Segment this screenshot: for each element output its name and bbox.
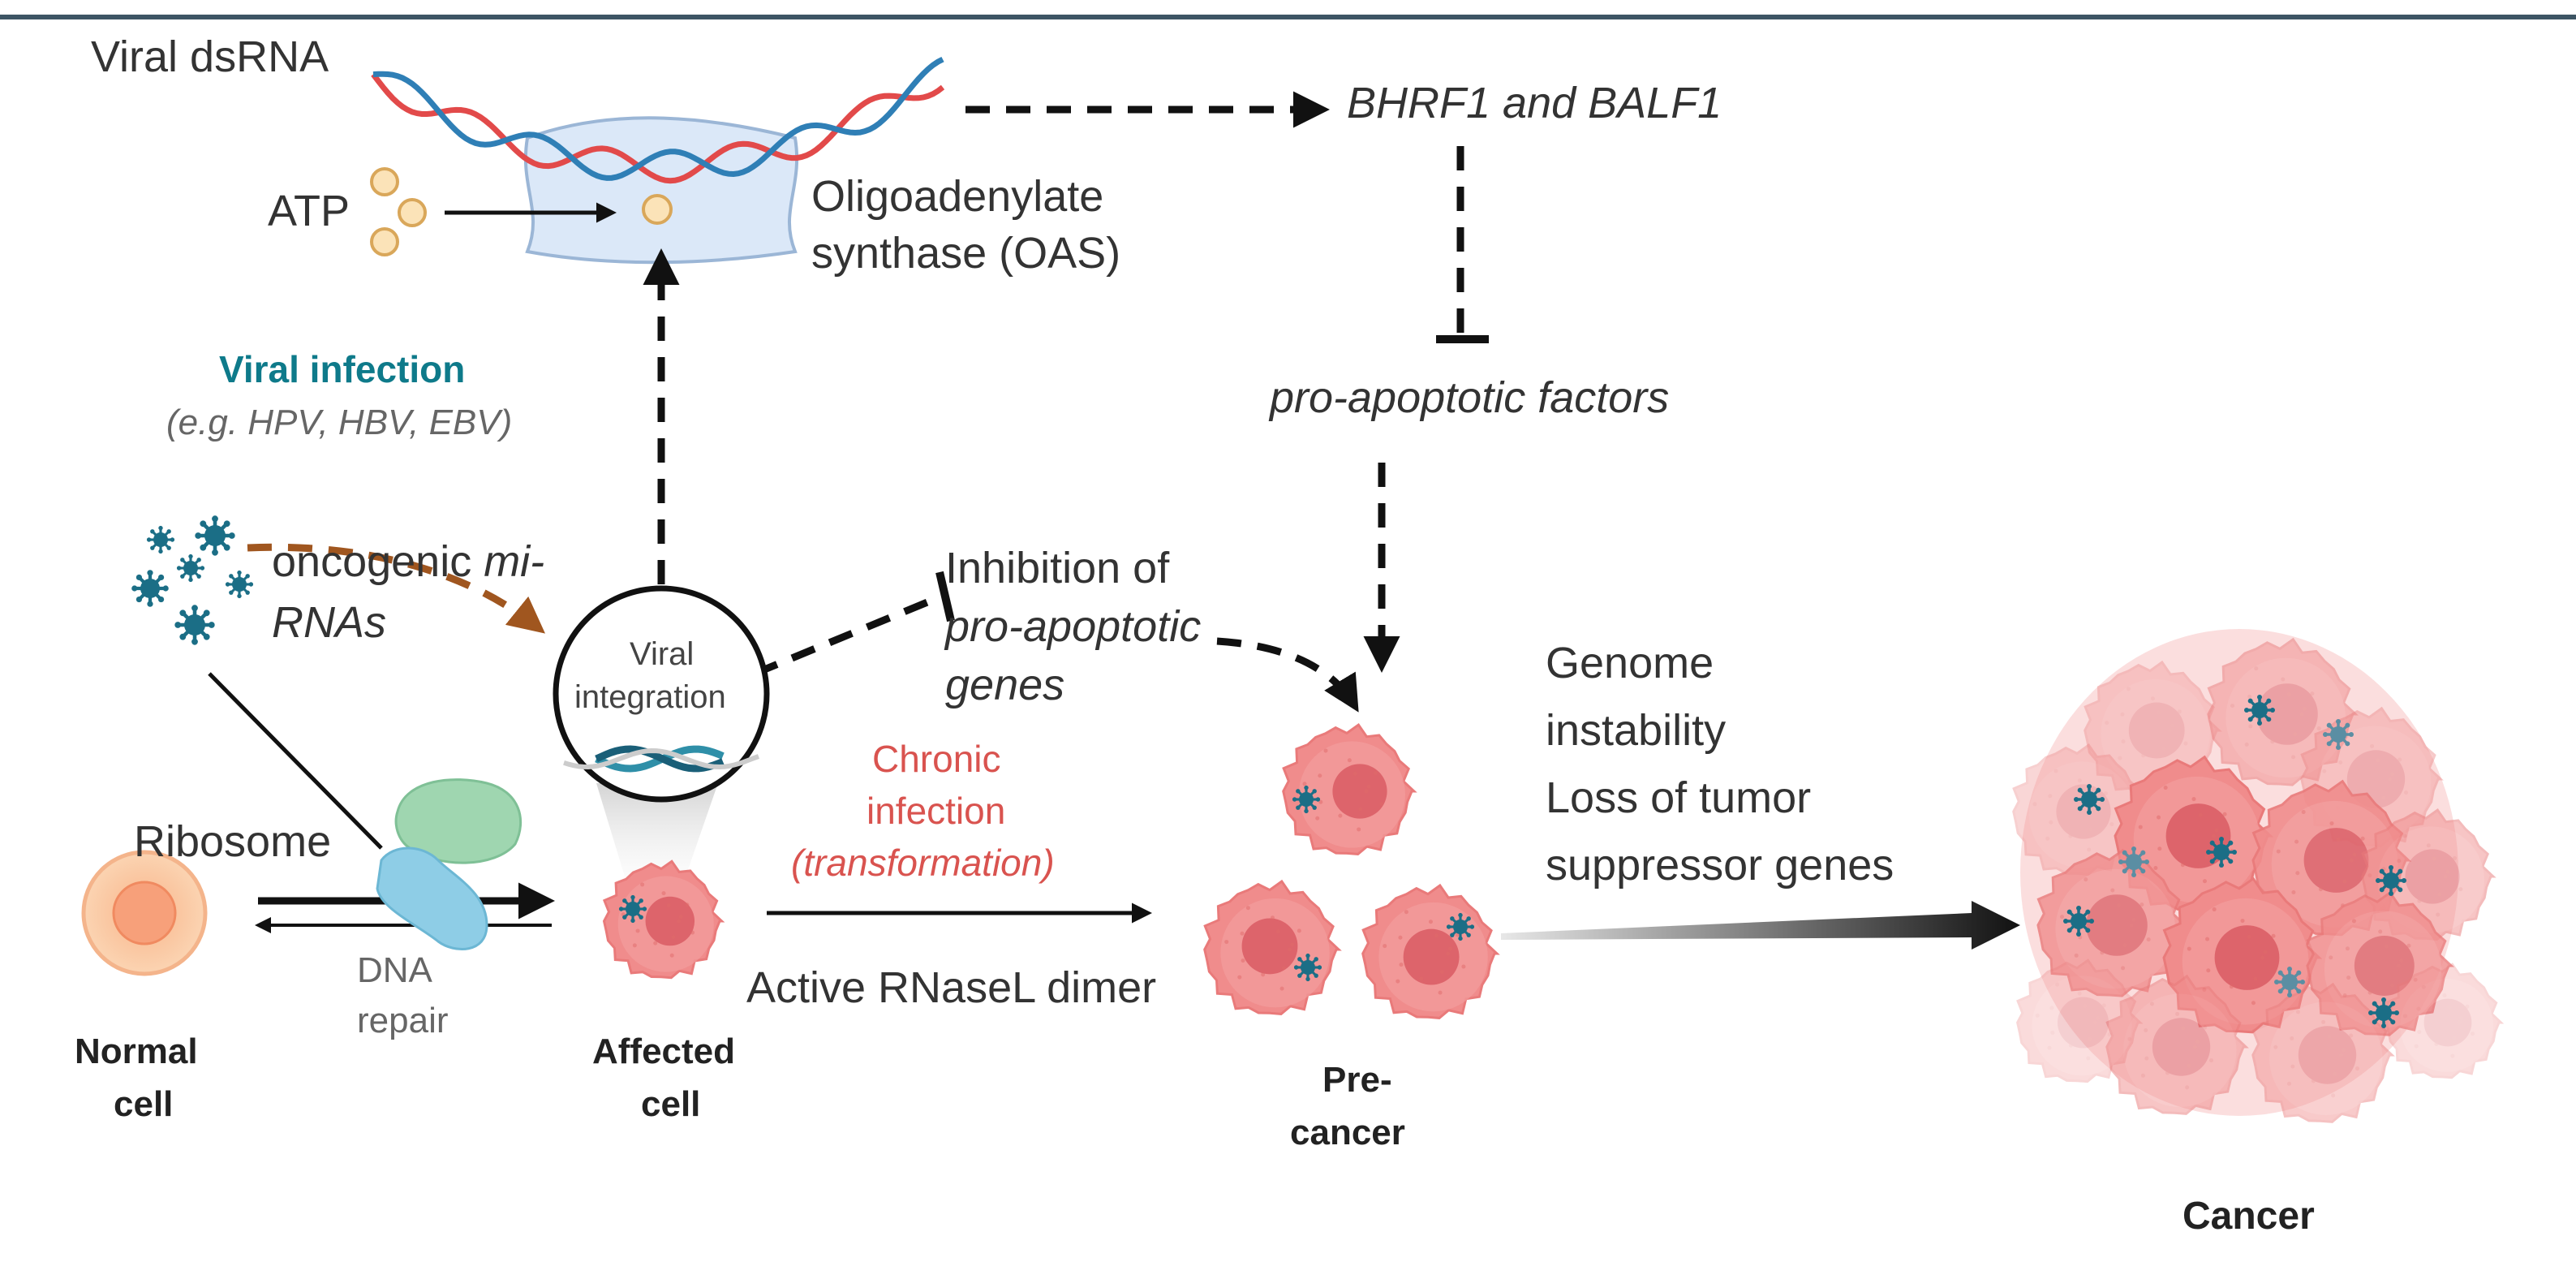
genome-line1: Genome bbox=[1546, 639, 1714, 687]
oas-label-line2: synthase (OAS) bbox=[811, 229, 1121, 278]
precancer-virus-2 bbox=[1293, 953, 1322, 982]
atp-label: ATP bbox=[268, 187, 350, 235]
precancer-cell-top bbox=[1282, 722, 1417, 855]
dna-repair-line2: repair bbox=[357, 1001, 449, 1040]
ribosome-small-subunit bbox=[376, 846, 488, 951]
genome-line2: instability bbox=[1546, 706, 1727, 755]
virus-particle bbox=[195, 515, 235, 556]
mirna-label-line2: RNAs bbox=[272, 598, 387, 647]
genome-line4: suppressor genes bbox=[1546, 841, 1894, 889]
dna-repair-line1: DNA bbox=[357, 950, 432, 990]
mirna-label-line1: oncogenic mi- bbox=[272, 536, 544, 588]
dashed-inhibit-pro-apoptotic bbox=[753, 592, 943, 678]
rnasel-label: Active RNaseL dimer bbox=[746, 963, 1157, 1012]
cancer-virus-4 bbox=[2206, 837, 2237, 868]
chronic-line3: (transformation) bbox=[791, 842, 1055, 884]
cancer-virus-2 bbox=[2323, 719, 2354, 750]
cancer-virus-7 bbox=[2063, 906, 2094, 937]
precancer-cell-right bbox=[1361, 883, 1500, 1019]
precancer-cells bbox=[1203, 722, 1500, 1019]
cancer-mass bbox=[2012, 629, 2505, 1123]
atp-molecules bbox=[370, 167, 673, 256]
normal-cell bbox=[81, 850, 208, 976]
cancer-cell-2 bbox=[2207, 637, 2359, 786]
affected-cell-label-line2: cell bbox=[641, 1084, 701, 1124]
affected-cell-body bbox=[602, 859, 725, 980]
cancer-virus-5 bbox=[2118, 846, 2149, 877]
viral-integration-line1: Viral bbox=[630, 636, 695, 672]
virus-cluster bbox=[131, 515, 254, 645]
mirna-text1-italic: mi- bbox=[484, 537, 545, 586]
dashed-curve-to-precancer bbox=[1216, 637, 1359, 713]
chronic-line1: Chronic bbox=[872, 738, 1001, 780]
precancer-virus-1 bbox=[1292, 785, 1321, 814]
viral-dsrna-helix bbox=[371, 56, 945, 184]
oas-enzyme-shape bbox=[523, 116, 799, 265]
virus-particle bbox=[174, 605, 215, 645]
integration-dna bbox=[563, 745, 760, 773]
cancer-cell-11 bbox=[2105, 974, 2249, 1115]
pro-apoptotic-factors-label: pro-apoptotic factors bbox=[1270, 373, 1670, 422]
chronic-line2: infection bbox=[867, 790, 1006, 832]
precancer-virus-3 bbox=[1446, 912, 1475, 941]
cancer-cell-1 bbox=[2084, 660, 2222, 796]
viral-infection-title: Viral infection bbox=[219, 348, 466, 390]
cancer-cell-8 bbox=[2036, 848, 2188, 997]
inhibition-line1: Inhibition of bbox=[945, 544, 1170, 592]
cancer-virus-9 bbox=[2368, 997, 2399, 1028]
viral-integration-line2: integration bbox=[574, 679, 726, 715]
mirna-brown-arrow bbox=[247, 543, 545, 634]
cancer-virus-3 bbox=[2074, 784, 2105, 815]
inhibit-bar-2 bbox=[935, 571, 955, 622]
oas-label-line1: Oligoadenylate bbox=[811, 172, 1104, 221]
progression-arrow bbox=[1501, 901, 2020, 950]
precancer-label-line2: cancer bbox=[1290, 1113, 1405, 1152]
mirna-text1: oncogenic bbox=[272, 537, 484, 586]
cancer-cell-13 bbox=[2016, 958, 2144, 1083]
precancer-label-line1: Pre- bbox=[1322, 1060, 1392, 1100]
genome-line3: Loss of tumor bbox=[1546, 773, 1812, 822]
integration-wedge bbox=[596, 783, 718, 877]
virus-to-ribosome-line bbox=[208, 672, 383, 850]
virus-particle bbox=[176, 553, 205, 583]
header-rule bbox=[0, 15, 2576, 19]
virus-particle bbox=[131, 570, 169, 607]
inhibition-line3: genes bbox=[945, 661, 1065, 709]
virus-particle bbox=[225, 570, 254, 599]
normal-cell-label-line1: Normal bbox=[75, 1032, 198, 1071]
affected-cell-label-line1: Affected bbox=[592, 1032, 736, 1071]
viral-infection-examples: (e.g. HPV, HBV, EBV) bbox=[166, 403, 513, 442]
cancer-cell-12 bbox=[2251, 982, 2395, 1123]
virus-particle bbox=[146, 525, 175, 554]
bhrf1-label: BHRF1 and BALF1 bbox=[1347, 79, 1722, 127]
cancer-virus-6 bbox=[2376, 865, 2406, 896]
cancer-label: Cancer bbox=[2183, 1195, 2315, 1238]
ribosome-label: Ribosome bbox=[134, 817, 332, 866]
viral-integration-circle bbox=[553, 585, 770, 803]
precancer-cell-left bbox=[1203, 879, 1342, 1015]
cancer-virus-8 bbox=[2274, 967, 2305, 997]
normal-cell-label-line2: cell bbox=[114, 1084, 174, 1124]
cancer-virus-1 bbox=[2244, 695, 2275, 726]
affected-cell bbox=[602, 859, 725, 980]
cancer-cell-10 bbox=[2306, 890, 2454, 1036]
viral-dsrna-label: Viral dsRNA bbox=[91, 32, 329, 81]
inhibition-line2: pro-apoptotic bbox=[945, 602, 1202, 651]
affected-cell-virus bbox=[618, 894, 647, 924]
